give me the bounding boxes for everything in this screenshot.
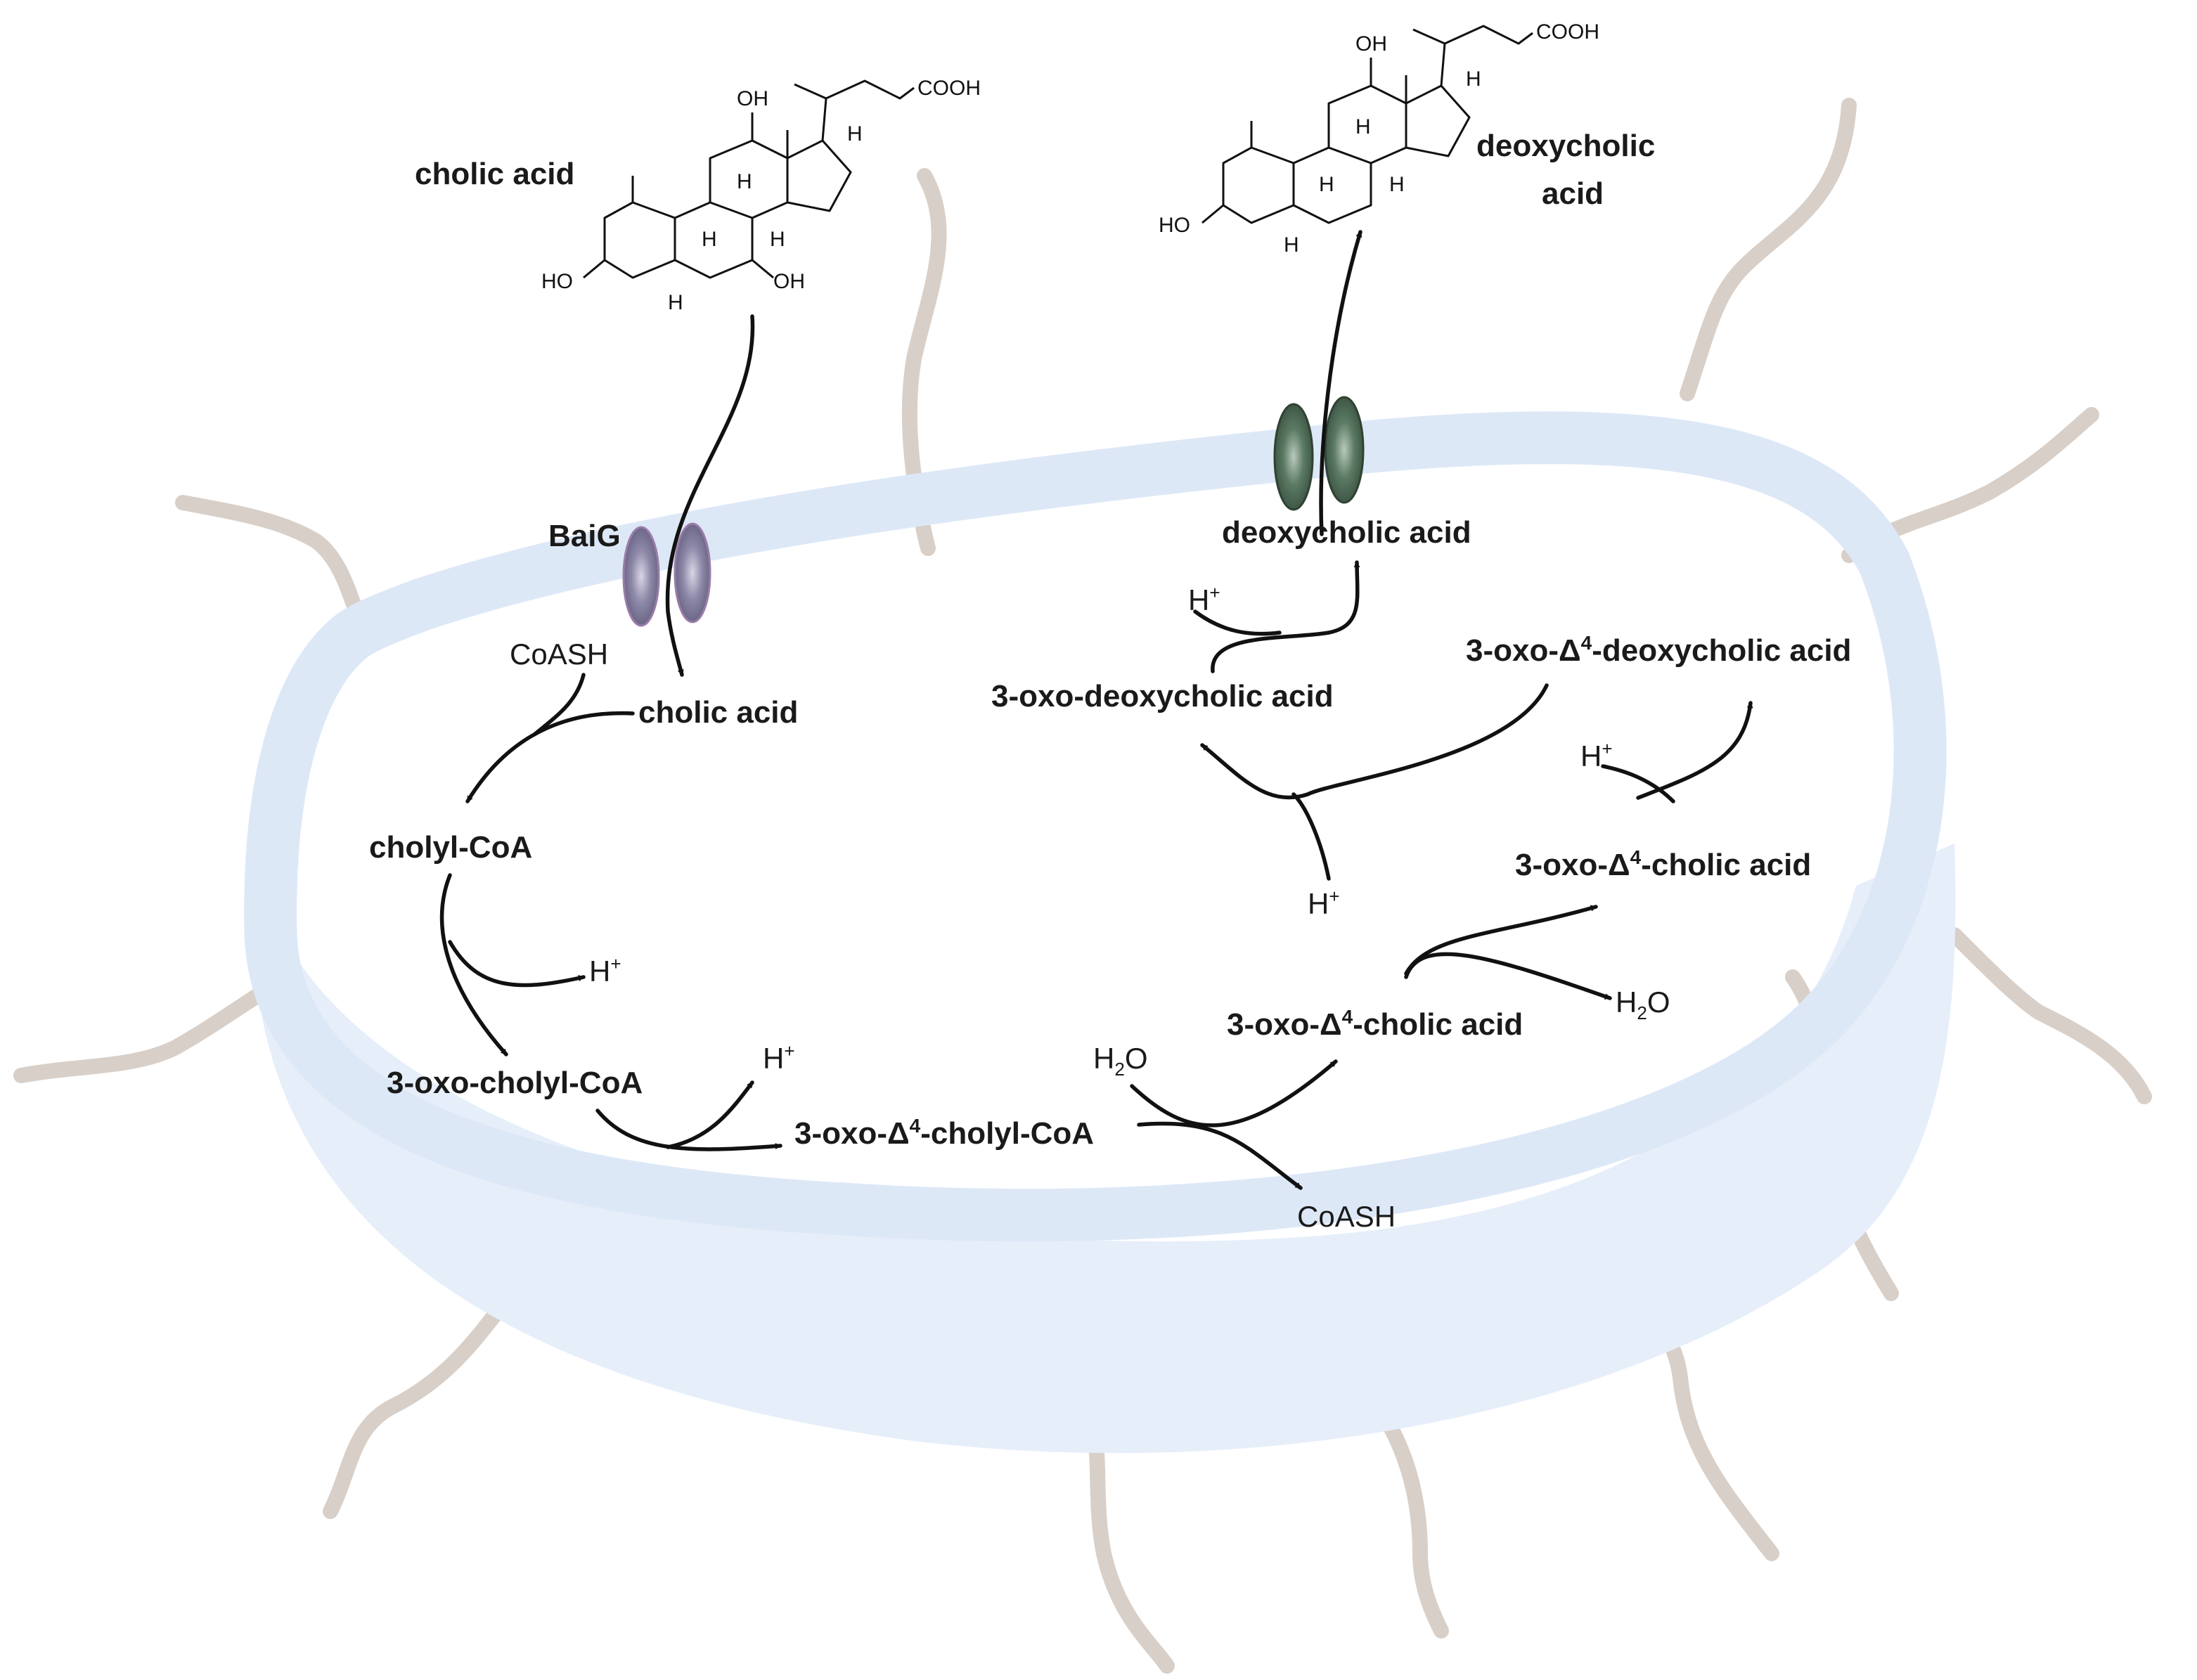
flagellum-bottom-left bbox=[323, 1293, 514, 1519]
cholic-ho3: HO bbox=[541, 270, 573, 293]
3-oxo-cholyl-coa-label: 3-oxo-cholyl-CoA bbox=[387, 1066, 643, 1100]
efflux-transporter bbox=[1273, 396, 1365, 511]
deoxycholic-h-5: H bbox=[1284, 233, 1299, 257]
3-oxo-d4-cholyl-coa-label: 3-oxo-Δ4-cholyl-CoA bbox=[794, 1115, 1094, 1151]
h-plus-label-3: H+ bbox=[1580, 738, 1613, 773]
baig-subunit-right bbox=[674, 522, 711, 623]
cholic-h-8: H bbox=[737, 170, 752, 193]
deoxycholic-h-17: H bbox=[1466, 67, 1481, 91]
cholic-acid-structure: OH COOH HO OH H H H H H bbox=[541, 77, 981, 314]
arrow-h-plus-4-in bbox=[1291, 792, 1331, 881]
arrow-import bbox=[665, 314, 755, 677]
coash-label-2: CoASH bbox=[1297, 1200, 1396, 1233]
3-oxo-d4-cholic-acid-label-2: 3-oxo-Δ4-cholic acid bbox=[1515, 846, 1811, 882]
flagellum-top-right bbox=[1680, 98, 1857, 401]
h2o-label-2: H2O bbox=[1616, 986, 1670, 1023]
arrow-isomerization bbox=[1404, 905, 1598, 976]
cholic-oh7: OH bbox=[773, 270, 805, 293]
cholic-acid-outside-label: cholic acid bbox=[415, 157, 574, 191]
cholic-h-14: H bbox=[770, 228, 785, 251]
efflux-subunit-right bbox=[1324, 396, 1365, 504]
cholic-oh12: OH bbox=[737, 87, 768, 110]
arrow-reduction-d4 bbox=[1636, 701, 1753, 800]
h2o-label-1: H2O bbox=[1093, 1042, 1147, 1080]
flagellum-right-mid bbox=[1947, 927, 2152, 1104]
3-oxo-deoxycholic-acid-label: 3-oxo-deoxycholic acid bbox=[991, 679, 1334, 713]
flagellum-left-top bbox=[175, 495, 373, 644]
baig-subunit-left bbox=[622, 526, 660, 627]
3-oxo-d4-cholic-acid-label: 3-oxo-Δ4-cholic acid bbox=[1227, 1006, 1523, 1042]
arrow-cholyl-coa-formation bbox=[465, 711, 635, 803]
deoxycholic-h-8: H bbox=[1355, 115, 1371, 138]
arrow-h2o-out bbox=[1404, 952, 1612, 1000]
pathway-arrows bbox=[439, 230, 1753, 1190]
arrow-h-plus-1 bbox=[448, 940, 586, 988]
deoxycholic-acid-outside-label-2: acid bbox=[1542, 176, 1604, 211]
deoxycholic-acid-inside-label: deoxycholic acid bbox=[1222, 515, 1471, 550]
cell-body-lower-wall bbox=[253, 844, 1956, 1454]
arrow-to-deoxycholic bbox=[1211, 560, 1360, 673]
cholic-h-9: H bbox=[702, 228, 717, 251]
cholic-h-5: H bbox=[668, 291, 683, 314]
arrow-h-plus-5-in bbox=[1193, 609, 1282, 636]
arrow-export bbox=[1319, 230, 1362, 536]
cholic-h-17: H bbox=[847, 122, 863, 146]
h-plus-label-1: H+ bbox=[589, 953, 621, 988]
arrow-h2o-in bbox=[1130, 1059, 1338, 1127]
flagellum-bottom-mid2 bbox=[1370, 1398, 1449, 1639]
efflux-subunit-left bbox=[1273, 403, 1314, 511]
arrow-oxidation-1 bbox=[439, 873, 508, 1057]
cholic-acid-inside-label: cholic acid bbox=[638, 695, 798, 730]
arrow-to-3-oxo-deoxycholic bbox=[1200, 683, 1549, 800]
bacterial-cell bbox=[244, 411, 1956, 1454]
arrow-hydrolysis bbox=[1137, 1121, 1303, 1190]
arrow-oxidation-2 bbox=[595, 1109, 782, 1151]
h-plus-label-2: H+ bbox=[763, 1040, 795, 1075]
deoxycholic-h-14: H bbox=[1389, 173, 1405, 196]
h-plus-label-5: H+ bbox=[1188, 582, 1220, 616]
deoxycholic-h-9: H bbox=[1319, 173, 1334, 196]
deoxycholic-acid-outside-label-1: deoxycholic bbox=[1476, 129, 1655, 163]
deoxycholic-ho3: HO bbox=[1159, 214, 1190, 237]
baig-label: BaiG bbox=[548, 519, 621, 553]
arrow-h-plus-2 bbox=[666, 1080, 754, 1149]
cholyl-coa-label: cholyl-CoA bbox=[369, 830, 532, 865]
coash-label-1: CoASH bbox=[510, 638, 608, 671]
deoxycholic-oh12: OH bbox=[1355, 32, 1387, 56]
baig-transporter bbox=[622, 522, 711, 627]
cholic-cooh: COOH bbox=[917, 77, 981, 100]
deoxycholic-cooh: COOH bbox=[1536, 20, 1599, 44]
cell-membrane bbox=[244, 411, 1947, 1242]
3-oxo-d4-deoxycholic-acid-label: 3-oxo-Δ4-deoxycholic acid bbox=[1466, 632, 1851, 668]
deoxycholic-acid-structure: OH COOH HO H H H H H bbox=[1159, 20, 1599, 257]
h-plus-label-4: H+ bbox=[1308, 886, 1340, 920]
arrow-coash-in bbox=[532, 673, 586, 737]
arrow-h-plus-3-in bbox=[1601, 764, 1675, 803]
